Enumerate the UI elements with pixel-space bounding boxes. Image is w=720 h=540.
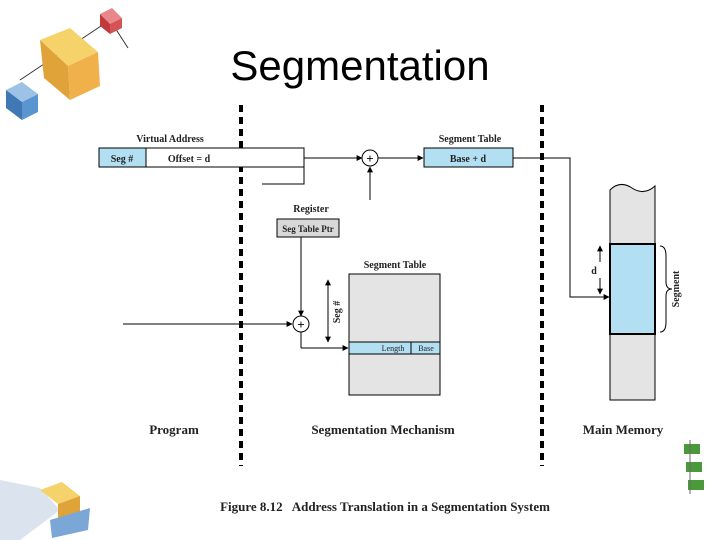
- segment-table-label: Segment Table: [364, 260, 427, 271]
- page-title: Segmentation: [0, 42, 720, 90]
- figure-caption: Figure 8.12 Address Translation in a Seg…: [220, 499, 550, 514]
- segment-table-box: [348, 273, 441, 396]
- length-field-label: Length: [382, 344, 405, 353]
- title-text: Segmentation: [230, 42, 490, 89]
- offset-field-label: Offset = d: [168, 154, 211, 165]
- d-label: d: [591, 266, 597, 277]
- program-label: Program: [149, 422, 199, 437]
- decorative-cubes-icon: [6, 8, 129, 120]
- memory-segment-block: [609, 243, 656, 335]
- main-memory-column: [609, 184, 656, 401]
- seg-table-ptr-box: [276, 218, 340, 238]
- decorative-stack-icon: [684, 440, 704, 494]
- memory-label: Main Memory: [583, 422, 664, 437]
- segment-table-entry: [348, 341, 441, 355]
- mechanism-label: Segmentation Mechanism: [311, 422, 455, 437]
- decorative-hands-icon: [0, 480, 90, 540]
- lower-adder-plus: +: [297, 317, 304, 332]
- virtual-address-label: Virtual Address: [136, 134, 204, 145]
- base-plus-d-label: Base + d: [450, 154, 487, 165]
- seg-field-box: [98, 147, 147, 168]
- base-to-memory-arrow: [513, 157, 610, 300]
- seg-field-label: Seg #: [111, 154, 134, 165]
- offset-connector: [262, 167, 305, 185]
- base-field-label: Base: [418, 344, 434, 353]
- segment-brace: [659, 245, 673, 333]
- segment-table-top-label: Segment Table: [439, 134, 502, 145]
- seg-table-ptr-label: Seg Table Ptr: [282, 224, 334, 234]
- seg-span-label: Seg #: [332, 301, 343, 324]
- segment-vertical-label: Segment: [671, 270, 682, 307]
- top-adder-plus: +: [366, 151, 373, 166]
- register-label: Register: [293, 204, 329, 215]
